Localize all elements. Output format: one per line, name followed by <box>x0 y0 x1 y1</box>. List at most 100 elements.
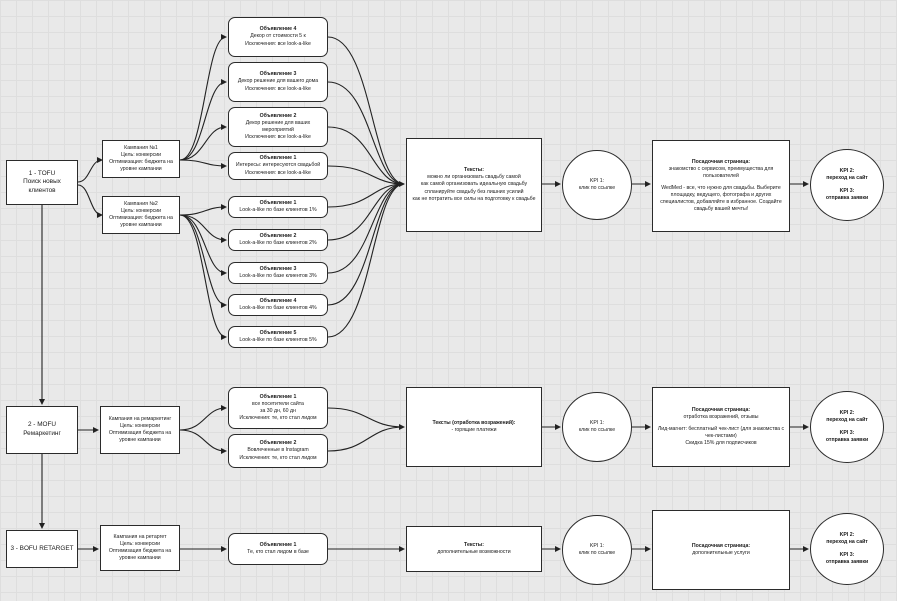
ad-c2-1[interactable]: Объявление 1 Look-a-like по базе клиенто… <box>228 196 328 218</box>
edge-lal2-texts <box>327 183 405 241</box>
edge-lal1-texts <box>327 183 405 208</box>
ad-c2-5[interactable]: Объявление 5 Look-a-like по базе клиенто… <box>228 326 328 348</box>
campaign-mofu[interactable]: Кампания на ремаркетинг Цель: конверсии … <box>100 406 180 454</box>
kpi2: KPI 2: переход на сайт <box>826 168 868 182</box>
kpi2: KPI 2: переход на сайт <box>826 410 868 424</box>
edge-ad1-texts <box>327 165 405 185</box>
ad-title: Объявление 2 <box>259 112 297 119</box>
landing-body: дополнительные услуги <box>692 550 750 556</box>
ad-text: Look-a-like по базе клиентов 4% <box>239 305 317 311</box>
landing-body: знакомство с сервисом, преимущества для … <box>668 165 774 179</box>
edge-tofu-c2 <box>77 184 103 218</box>
kpi-mofu[interactable]: KPI 2: переход на сайт KPI 3: отправка з… <box>810 391 884 463</box>
ad-title: Объявление 4 <box>259 26 297 33</box>
texts-bofu[interactable]: Тексты: дополнительные возможности <box>406 526 542 572</box>
ad-c2-4[interactable]: Объявление 4 Look-a-like по базе клиенто… <box>228 294 328 316</box>
edge-lal5-texts <box>327 183 405 338</box>
campaign-1[interactable]: Кампания №1 Цель: конверсии Оптимизация:… <box>102 140 180 178</box>
texts-title: Тексты: <box>464 167 484 174</box>
ad-text: Look-a-like по базе клиентов 1% <box>239 207 317 213</box>
texts-mofu[interactable]: Тексты (отработка возражений): - горящие… <box>406 387 542 467</box>
ad-title: Объявление 4 <box>259 297 297 304</box>
kpi-tofu[interactable]: KPI 2: переход на сайт KPI 3: отправка з… <box>810 149 884 221</box>
ad-c1-1[interactable]: Объявление 1 Интересы: интересуются свад… <box>228 152 328 180</box>
edge-c2-lal5 <box>179 214 227 340</box>
edge-c1-ad1 <box>179 159 227 169</box>
kpi3: KPI 3: отправка заявки <box>825 429 869 443</box>
edge-c2-lal1 <box>179 204 227 216</box>
ad-c1-4[interactable]: Объявление 4 Декор от стоимости 5 к Искл… <box>228 17 328 57</box>
kpi-bofu[interactable]: KPI 2: переход на сайт KPI 3: отправка з… <box>810 513 884 585</box>
campaign-bofu[interactable]: Кампания на ретаргет Цель: конверсии Опт… <box>100 525 180 571</box>
edge-mofu-c-ad1 <box>179 405 227 431</box>
ad-title: Объявление 3 <box>259 71 297 78</box>
ad-mofu-2[interactable]: Объявление 2 Вовлеченные в Instagram Иск… <box>228 434 328 468</box>
edge-c1-ad3 <box>179 79 227 161</box>
ad-text: Look-a-like по базе клиентов 3% <box>239 273 317 279</box>
texts-title: Тексты: <box>464 541 484 548</box>
stage-tofu[interactable]: 1 - TOFU Поиск новых клиентов <box>6 160 78 205</box>
texts-title: Тексты (отработка возражений): <box>432 419 516 426</box>
texts-body: можно ли организовать свадьбу самой как … <box>412 174 536 202</box>
kpi1-bofu[interactable]: KPI 1: клик по ссылке <box>562 515 632 585</box>
stage-bofu[interactable]: 3 - BOFU RETARGET <box>6 530 78 568</box>
ad-text: Вовлеченные в Instagram Исключения: те, … <box>239 447 317 461</box>
kpi2: KPI 2: переход на сайт <box>826 532 868 546</box>
ad-title: Объявление 1 <box>259 199 297 206</box>
edge-c1-ad4 <box>179 34 227 161</box>
ad-title: Объявление 5 <box>259 329 297 336</box>
kpi1-mofu[interactable]: KPI 1: клик по ссылке <box>562 392 632 462</box>
edge-mofu-ad2-texts <box>327 426 405 452</box>
edge-lal4-texts <box>327 183 405 306</box>
ad-text: все посетители сайта за 30 дн, 60 дн Иск… <box>239 400 317 422</box>
edge-tofu-c1 <box>77 157 103 183</box>
landing-title: Посадочная страница: <box>691 158 751 165</box>
edge-lal3-texts <box>327 183 405 274</box>
ad-text: Декор от стоимости 5 к Исключения: все l… <box>245 33 311 47</box>
landing-bofu[interactable]: Посадочная страница: дополнительные услу… <box>652 510 790 590</box>
edge-ad3-texts <box>327 81 405 185</box>
edge-c2-lal3 <box>179 214 227 276</box>
ad-text: Декор решение для ваших мероприятий Искл… <box>245 119 311 141</box>
ad-c2-3[interactable]: Объявление 3 Look-a-like по базе клиенто… <box>228 262 328 284</box>
landing-body: отработка возражений, отзывы <box>683 413 759 420</box>
ad-title: Объявление 3 <box>259 265 297 272</box>
campaign-2[interactable]: Кампания №2 Цель: конверсии Оптимизация:… <box>102 196 180 234</box>
ad-text: Те, кто стал лидом в базе <box>247 549 309 555</box>
ad-title: Объявление 2 <box>259 232 297 239</box>
ad-title: Объявление 1 <box>259 393 297 400</box>
ad-title: Объявление 2 <box>259 440 297 447</box>
landing-title: Посадочная страница: <box>691 406 751 413</box>
edge-mofu-ad1-texts <box>327 407 405 430</box>
edge-ad4-texts <box>327 36 405 187</box>
texts-body: - горящие платежи <box>451 427 497 433</box>
edge-c2-lal4 <box>179 214 227 308</box>
edge-mofu-c-ad2 <box>179 429 227 454</box>
ad-text: Look-a-like по базе клиентов 5% <box>239 337 317 343</box>
ad-text: Интересы: интересуются свадьбой Исключен… <box>235 162 321 176</box>
edge-c1-ad2 <box>179 124 227 161</box>
kpi3: KPI 3: отправка заявки <box>825 187 869 201</box>
landing-extra: WedMed - все, что нужно для свадьбы. Выб… <box>660 184 782 213</box>
ad-title: Объявление 1 <box>259 155 297 162</box>
stage-mofu[interactable]: 2 - MOFU Ремаркетинг <box>6 406 78 454</box>
edge-c2-lal2 <box>179 214 227 243</box>
texts-body: дополнительные возможности <box>437 549 511 555</box>
landing-tofu[interactable]: Посадочная страница: знакомство с сервис… <box>652 140 790 232</box>
ad-text: Декор решение для вашего дома Исключения… <box>237 78 319 92</box>
landing-title: Посадочная страница: <box>691 542 751 549</box>
ad-text: Look-a-like по базе клиентов 2% <box>239 240 317 246</box>
ad-mofu-1[interactable]: Объявление 1 все посетители сайта за 30 … <box>228 387 328 429</box>
ad-bofu-1[interactable]: Объявление 1 Те, кто стал лидом в базе <box>228 533 328 565</box>
ad-title: Объявление 1 <box>259 541 297 548</box>
kpi1-tofu[interactable]: KPI 1: клик по ссылке <box>562 150 632 220</box>
landing-extra: Лид-магнит: бесплатный чек-лист (для зна… <box>657 425 785 447</box>
texts-tofu[interactable]: Тексты: можно ли организовать свадьбу са… <box>406 138 542 232</box>
landing-mofu[interactable]: Посадочная страница: отработка возражени… <box>652 387 790 467</box>
ad-c2-2[interactable]: Объявление 2 Look-a-like по базе клиенто… <box>228 229 328 251</box>
kpi3: KPI 3: отправка заявки <box>825 551 869 565</box>
ad-c1-2[interactable]: Объявление 2 Декор решение для ваших мер… <box>228 107 328 147</box>
ad-c1-3[interactable]: Объявление 3 Декор решение для вашего до… <box>228 62 328 102</box>
